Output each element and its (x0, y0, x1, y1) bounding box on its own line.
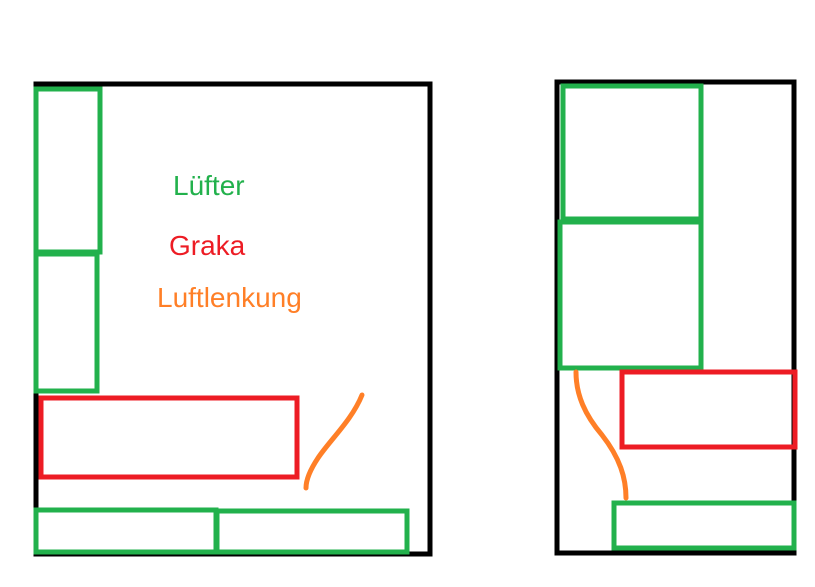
fan-front-bottom (557, 219, 704, 371)
air-deflector (303, 392, 365, 491)
fan-front-top (560, 83, 704, 222)
fan-bottom-right (214, 508, 410, 555)
legend-fan-label: Lüfter (173, 170, 245, 201)
air-deflector (573, 369, 629, 501)
graphics-card (619, 369, 798, 450)
case-layout-left (33, 81, 433, 557)
graphics-card (38, 395, 300, 480)
case-outline (554, 79, 797, 556)
fan-bottom (611, 500, 797, 551)
case-layout-right (554, 79, 798, 556)
legend-gpu-label: Graka (169, 230, 246, 261)
fan-front-bottom (33, 251, 100, 394)
legend-airflow-label: Luftlenkung (157, 282, 302, 313)
